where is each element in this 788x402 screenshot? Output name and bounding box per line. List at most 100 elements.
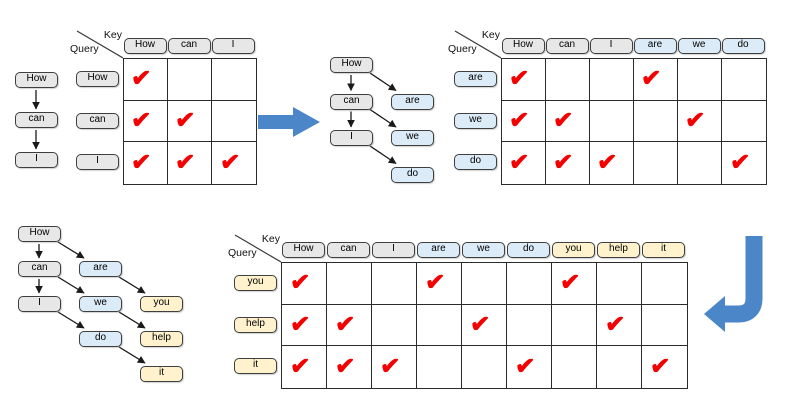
token-box-you: you (140, 296, 183, 312)
checkmark-icon: ✔ (289, 352, 311, 381)
token-box-how: How (15, 72, 58, 88)
matrix-cell-r1-c7: ✔ (597, 304, 642, 346)
token-box-can: can (167, 38, 211, 54)
corner-diagonal-line (454, 30, 501, 59)
token-box-i: I (372, 242, 415, 258)
matrix-cell-r2-c0: ✔ (124, 142, 168, 184)
token-box-i: I (211, 38, 255, 54)
checkmark-icon: ✔ (508, 64, 531, 93)
checkmark-icon: ✔ (684, 106, 707, 135)
checkmark-icon: ✔ (559, 268, 581, 297)
token-box-help: help (140, 331, 183, 347)
matrix-cell-r2-c5: ✔ (722, 142, 766, 184)
matrix-cell-r1-c4: ✔ (678, 100, 722, 142)
matrix-cell-r0-c2 (372, 263, 417, 305)
token-box-how: How (18, 226, 61, 242)
token-box-do: do (454, 154, 497, 170)
matrix-cell-r0-c1 (546, 59, 590, 101)
token-box-i: I (15, 152, 58, 168)
matrix-cell-r0-c3: ✔ (634, 59, 678, 101)
matrix-cell-r0-c1 (168, 59, 212, 101)
token-box-how: How (330, 57, 373, 73)
matrix-cell-r0-c2 (590, 59, 634, 101)
token-box-you: you (234, 275, 277, 291)
checkmark-icon: ✔ (130, 106, 153, 135)
checkmark-icon: ✔ (649, 352, 672, 381)
matrix-cell-r1-c2 (212, 101, 256, 142)
checkmark-icon: ✔ (379, 352, 401, 381)
token-box-you: you (552, 242, 595, 258)
matrix-cell-r2-c5: ✔ (507, 346, 552, 388)
tree-edges (35, 241, 146, 364)
token-box-how: How (123, 38, 167, 54)
checkmark-icon: ✔ (596, 148, 619, 177)
matrix-cell-r1-c5 (722, 101, 766, 142)
checkmark-icon: ✔ (289, 268, 311, 297)
matrix-cell-r0-c4 (462, 263, 507, 305)
token-box-help: help (234, 316, 277, 333)
matrix-cell-r2-c8: ✔ (642, 346, 687, 388)
checkmark-icon: ✔ (424, 268, 446, 297)
matrix-cell-r2-c0: ✔ (282, 346, 327, 388)
token-box-how: How (282, 242, 325, 258)
checkmark-icon: ✔ (334, 352, 356, 381)
checkmark-icon: ✔ (130, 148, 153, 177)
matrix-cell-r1-c2 (372, 304, 417, 346)
matrix-cell-r0-c6: ✔ (552, 263, 597, 305)
matrix-cell-r2-c3 (634, 142, 678, 184)
token-box-help: help (597, 242, 640, 258)
token-box-we: we (391, 130, 434, 146)
matrix-cell-r0-c5 (722, 59, 766, 101)
token-box-can: can (330, 93, 373, 110)
matrix-cell-r0-c7 (597, 263, 642, 305)
checkmark-icon: ✔ (334, 310, 356, 339)
token-box-i: I (76, 154, 119, 170)
token-box-are: are (79, 261, 122, 277)
attention-mask-grid: ✔✔✔✔✔✔✔✔✔✔✔✔ (281, 262, 688, 389)
matrix-cell-r0-c5 (507, 263, 552, 305)
matrix-cell-r1-c0: ✔ (502, 100, 546, 142)
checkmark-icon: ✔ (514, 352, 536, 381)
token-box-can: can (545, 38, 589, 54)
token-box-are: are (633, 38, 677, 54)
token-box-i: I (18, 296, 61, 312)
checkmark-icon: ✔ (508, 106, 531, 135)
checkmark-icon: ✔ (469, 310, 491, 339)
checkmark-icon: ✔ (508, 148, 531, 177)
key-axis-label: Key (261, 233, 280, 245)
matrix-cell-r2-c6 (552, 346, 597, 388)
checkmark-icon: ✔ (552, 106, 575, 135)
matrix-cell-r2-c2: ✔ (372, 346, 417, 388)
token-box-it: it (642, 242, 685, 258)
token-box-can: can (327, 242, 370, 258)
token-box-we: we (454, 112, 497, 129)
checkmark-icon: ✔ (729, 148, 751, 177)
query-axis-label: Query (228, 247, 257, 259)
token-box-do: do (391, 166, 434, 183)
corner-diagonal-line (234, 234, 281, 263)
edge-arrow-I-to-do (57, 311, 85, 329)
matrix-cell-r1-c1: ✔ (327, 304, 372, 346)
matrix-cell-r2-c4 (678, 142, 722, 184)
matrix-cell-r0-c3: ✔ (417, 263, 462, 305)
attention-mask-grid: ✔✔✔✔✔✔ (123, 58, 257, 185)
token-box-are: are (391, 93, 434, 110)
key-axis-label: Key (481, 29, 500, 41)
token-box-it: it (140, 366, 183, 382)
flow-arrow-down-left-icon (704, 236, 763, 332)
matrix-cell-r0-c1 (327, 263, 372, 305)
query-axis-label: Query (70, 43, 99, 55)
token-box-we: we (677, 38, 721, 54)
matrix-cell-r1-c2 (590, 100, 634, 142)
token-box-it: it (234, 358, 277, 374)
token-box-we: we (79, 296, 122, 312)
